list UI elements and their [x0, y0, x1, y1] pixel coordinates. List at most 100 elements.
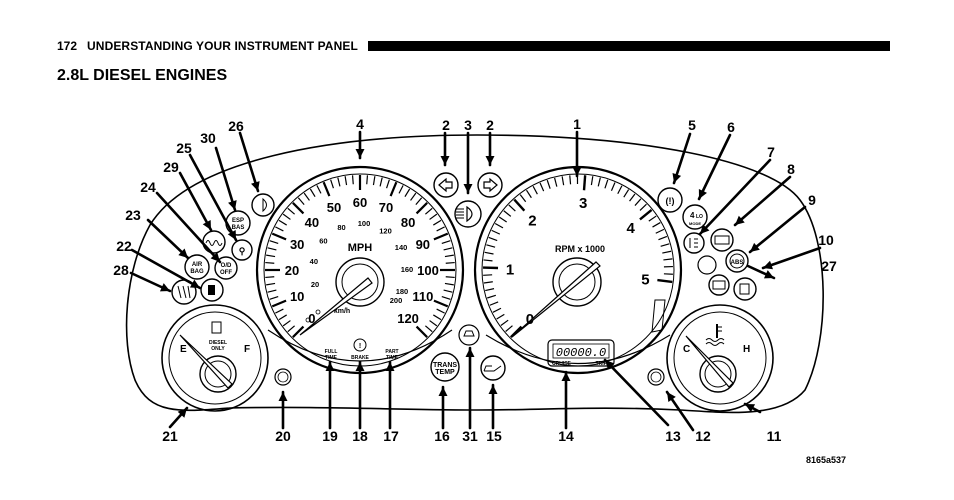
odometer-cruise-label: CRUISE — [552, 361, 572, 367]
callout-28: 28 — [113, 262, 129, 278]
engine-icon — [714, 235, 730, 245]
rpm-tick-label: 0 — [526, 311, 534, 328]
speedometer-tick — [444, 282, 454, 286]
fuel-gauge: E F DIESEL ONLY — [161, 304, 269, 412]
speedometer-tick — [278, 219, 287, 226]
abs-indicator — [725, 249, 749, 273]
speedometer-tick — [445, 276, 455, 279]
mph-tick-label: 80 — [401, 215, 415, 230]
speedometer-tick — [372, 176, 376, 186]
mph-tick-label: 60 — [353, 195, 367, 210]
callout-arrowhead — [159, 283, 170, 292]
tachometer-tick — [590, 176, 594, 186]
kmh-tick-label: 160 — [401, 265, 414, 274]
speedometer-tick — [398, 185, 404, 194]
mph-tick-label: 0 — [308, 311, 315, 326]
rpm-unit-label: RPM x 1000 — [555, 244, 605, 254]
mph-tick-label: 30 — [290, 237, 304, 252]
speedometer-tick — [389, 181, 398, 197]
tachometer-tick — [657, 278, 673, 284]
speedometer-tick — [404, 188, 411, 197]
callout-arrowhead — [465, 348, 475, 357]
coolant-temp-icon — [705, 324, 725, 346]
speedometer-tick — [322, 181, 331, 197]
tachometer-tick — [496, 313, 505, 320]
callout-2a: 2 — [442, 117, 450, 133]
speedometer-tick — [443, 247, 453, 251]
esp-label: ESP — [232, 218, 244, 224]
speedometer-tick — [366, 175, 369, 185]
temp-label: TEMP — [435, 369, 455, 376]
callout-arrowhead — [700, 224, 710, 234]
four-label: 4 — [690, 211, 695, 220]
speedometer-tick — [433, 314, 442, 321]
kmh-tick-label: 20 — [311, 280, 319, 289]
speedometer-tick — [267, 289, 277, 293]
tachometer-tick — [662, 250, 672, 254]
callout-17: 17 — [383, 428, 399, 444]
callout-arrowhead — [763, 260, 773, 270]
speedometer-tick — [433, 219, 442, 226]
air-label: AIR — [192, 262, 203, 268]
tachometer-tick — [554, 177, 558, 187]
speedometer-tick — [425, 207, 433, 215]
tachometer-tick — [532, 185, 538, 195]
callout-arrowhead — [440, 156, 450, 165]
tachometer-tick — [485, 288, 495, 292]
temperature-gauge: C H — [666, 304, 774, 412]
speedometer-tick — [266, 282, 276, 286]
od-off-indicator — [214, 256, 238, 280]
page-number: 172 — [57, 39, 78, 53]
kmh-tick-label: 140 — [395, 243, 408, 252]
speedometer-tick — [433, 299, 449, 308]
speedometer-tick — [415, 197, 423, 205]
tachometer-tick — [617, 185, 623, 195]
callout-arrowhead — [735, 215, 745, 225]
header-rule — [367, 41, 890, 51]
mph-tick-label: 70 — [379, 200, 393, 215]
callout-23: 23 — [125, 207, 141, 223]
speedometer-tick — [266, 254, 276, 258]
tachometer-tick — [648, 215, 657, 222]
tire-pressure-indicator — [657, 187, 683, 213]
full-time-label-2: TIME — [325, 355, 338, 361]
svg-text:⚲: ⚲ — [239, 246, 246, 256]
speedometer-tick — [415, 325, 428, 338]
lo-label: LO — [696, 214, 703, 220]
cluster-housing — [125, 134, 824, 414]
full-time-label-1: FULL — [325, 349, 338, 355]
speedometer-tick — [282, 320, 291, 327]
callout-4: 4 — [356, 116, 364, 132]
callout-25: 25 — [176, 140, 192, 156]
svg-text:!: ! — [359, 343, 361, 350]
speedometer-tick — [287, 325, 295, 333]
callout-arrowhead — [605, 360, 615, 370]
trip-reset-button-left — [274, 368, 292, 386]
tachometer-tick — [663, 258, 673, 261]
trans-label: TRANS — [433, 362, 457, 369]
callout-arrowhead — [227, 229, 236, 240]
callout-1: 1 — [573, 116, 581, 132]
tachometer-tick — [492, 307, 502, 313]
battery-icon — [712, 280, 726, 290]
speedometer-tick — [267, 247, 277, 251]
callout-arrowhead — [745, 404, 756, 413]
callout-arrows — [129, 130, 822, 432]
callout-13: 13 — [665, 428, 681, 444]
tachometer-tick — [604, 179, 609, 189]
odometer-trip-label: TRIP — [596, 361, 608, 367]
callout-26: 26 — [228, 118, 244, 134]
tachometer-tick — [629, 193, 636, 202]
callout-12: 12 — [695, 428, 711, 444]
speedometer-ticks — [265, 175, 455, 338]
speedometer-tick — [429, 320, 438, 327]
tachometer-tick — [634, 198, 642, 206]
callout-arrowhead — [763, 270, 774, 279]
speedometer-tick — [282, 213, 291, 220]
callout-arrowhead — [228, 200, 237, 210]
speedometer-tick — [410, 192, 417, 201]
speedometer-tick — [344, 176, 348, 186]
fuel-empty-label: E — [180, 344, 187, 355]
